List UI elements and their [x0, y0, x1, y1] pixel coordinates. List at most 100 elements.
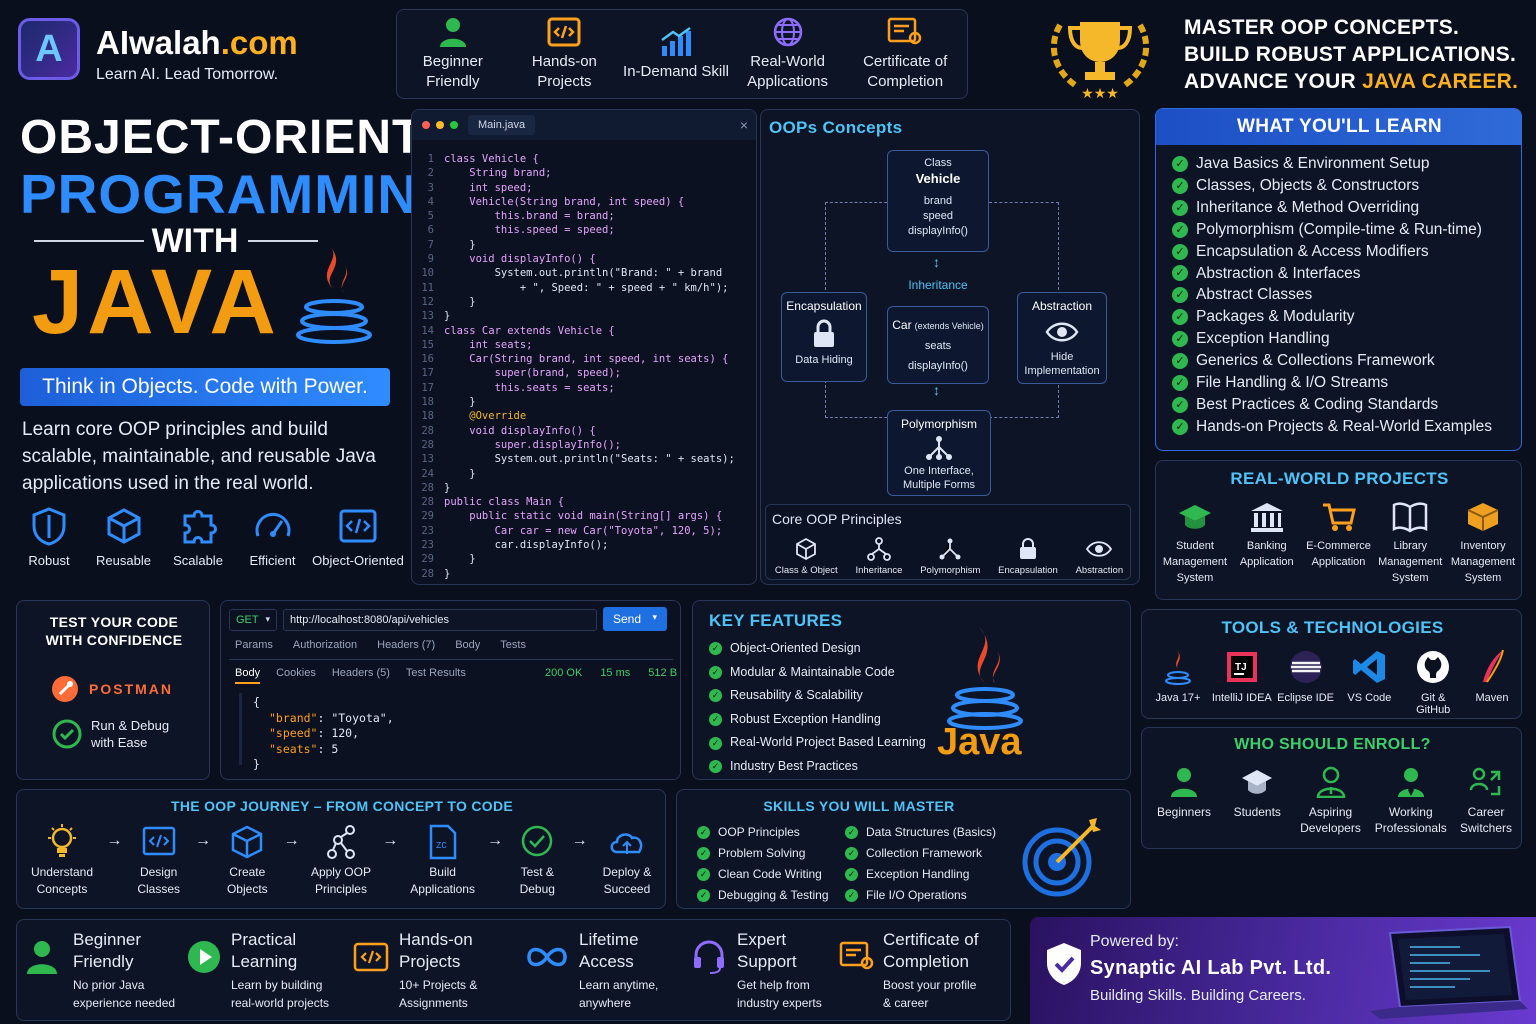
tools-title: TOOLS & TECHNOLOGIES	[1221, 618, 1444, 637]
learn-item-text: Inheritance & Method Overriding	[1196, 198, 1420, 216]
bulb-icon	[48, 824, 76, 857]
line-number: 14	[421, 324, 434, 337]
trait-robust: Robust	[14, 506, 84, 569]
feature-label: In-Demand Skill	[623, 63, 729, 80]
core-label: Inheritance	[855, 565, 903, 576]
switch-icon	[1469, 767, 1501, 796]
slogan-banner: Think in Objects. Code with Power.	[20, 368, 390, 406]
project-banking: Banking Application	[1232, 501, 1302, 586]
check-icon: ✓	[845, 847, 858, 861]
response-tab[interactable]: Test Results	[405, 667, 466, 679]
course-description: Learn core OOP principles and build scal…	[22, 419, 376, 494]
slogan-text: Think in Objects. Code with Power.	[42, 375, 368, 398]
code-line: 9 void displayInfo() {	[412, 252, 756, 266]
key-features-panel: KEY FEATURES ✓Object-Oriented Design✓Mod…	[692, 600, 1131, 780]
send-button[interactable]: Send▾	[603, 607, 667, 631]
request-tab[interactable]: Authorization	[292, 639, 358, 651]
code-text: class Vehicle {	[444, 153, 539, 165]
trait-label: Robust	[28, 553, 70, 568]
json-value: "Toyota",	[331, 710, 394, 725]
shield-check-icon	[1047, 943, 1081, 985]
request-tab[interactable]: Params	[235, 639, 273, 651]
code-line: 13}	[412, 309, 756, 323]
concept-desc: One Interface, Multiple Forms	[902, 465, 976, 491]
run-line2: with Ease	[91, 735, 148, 750]
request-tab[interactable]: Body	[455, 639, 481, 651]
benefit-text: Certificate of Completion Boost your pro…	[883, 929, 978, 1012]
learn-item: ✓Classes, Objects & Constructors	[1172, 175, 1517, 197]
response-tab[interactable]: Cookies	[276, 667, 316, 679]
check-icon: ✓	[1172, 243, 1188, 260]
response-tab[interactable]: Headers (5)	[331, 667, 390, 679]
learn-item: ✓Encapsulation & Access Modifiers	[1172, 241, 1517, 263]
headline-line1: MASTER OOP CONCEPTS.	[1184, 16, 1460, 39]
trait-label: Scalable	[173, 553, 223, 568]
key-feature-item: ✓Modular & Maintainable Code	[709, 661, 949, 685]
headline-line3-a: ADVANCE YOUR	[1184, 70, 1363, 93]
learn-list: ✓Java Basics & Environment Setup✓Classes…	[1172, 153, 1517, 438]
url-input[interactable]: http://localhost:8080/api/vehicles	[283, 609, 597, 631]
json-key: "speed"	[269, 726, 318, 740]
line-number: 9	[427, 253, 434, 266]
check-icon: ✓	[1172, 177, 1188, 194]
line-number: 23	[421, 524, 434, 537]
code-text: Car car = new Car("Toyota", 120, 5);	[444, 524, 723, 537]
lock-icon	[814, 319, 834, 347]
learn-item: ✓Exception Handling	[1172, 328, 1517, 350]
check-icon: ✓	[709, 642, 722, 656]
project-label: Inventory Management System	[1450, 540, 1516, 584]
enroll-label: Working Professionals	[1374, 805, 1447, 835]
key-feature-item: ✓Real-World Project Based Learning	[709, 731, 949, 755]
code-line: 29 }	[412, 552, 756, 566]
code-line: 13 System.out.println("Seats: " + seats)…	[412, 452, 756, 466]
benefit-title: Completion	[883, 951, 969, 971]
code-text: }	[444, 553, 476, 566]
class-vehicle-box: Class Vehicle brand speed displayInfo()	[887, 150, 989, 252]
request-tab[interactable]: Tests	[500, 639, 526, 651]
line-number: 17	[421, 367, 434, 380]
journey-step-deploy: Deploy & Succeed	[597, 824, 657, 898]
json-colon: :	[317, 710, 332, 725]
window-close-dot[interactable]	[422, 121, 430, 129]
developer-icon	[1316, 766, 1345, 798]
test-title: TEST YOUR CODE WITH CONFIDENCE	[17, 613, 211, 649]
key-feature-text: Robust Exception Handling	[730, 711, 881, 726]
code-line: 15 int seats;	[412, 338, 756, 352]
window-max-dot[interactable]	[450, 121, 458, 129]
json-colon: :	[317, 726, 332, 740]
code-text: System.out.println("Brand: " + brand	[444, 267, 723, 280]
projects-title: REAL-WORLD PROJECTS	[1230, 469, 1449, 488]
check-icon: ✓	[709, 736, 722, 750]
graduation-cap-icon	[1179, 505, 1211, 529]
learn-item-text: Abstract Classes	[1196, 286, 1313, 304]
enroll-switchers: Career Switchers	[1453, 766, 1519, 836]
headline: MASTER OOP CONCEPTS. BUILD ROBUST APPLIC…	[1184, 14, 1518, 95]
line-number: 7	[427, 238, 434, 251]
line-number: 6	[427, 224, 434, 237]
shield-icon	[32, 507, 66, 546]
tool-label: VS Code	[1347, 692, 1392, 704]
response-tab[interactable]: Body	[235, 667, 261, 684]
line-number: 24	[421, 467, 434, 480]
test-title-line1: TEST YOUR CODE	[49, 614, 179, 630]
benefit-desc: anywhere	[579, 995, 632, 1010]
code-text: public static void main(String[] args) {	[444, 510, 723, 523]
code-icon	[142, 826, 175, 856]
window-min-dot[interactable]	[436, 121, 444, 129]
benefit-beginner: Beginner Friendly No prior Java experien…	[25, 929, 187, 1012]
code-line: 4 Vehicle(String brand, int speed) {	[412, 195, 756, 209]
chart-icon	[661, 26, 691, 56]
editor-tab[interactable]: Main.java	[468, 115, 536, 135]
tool-github: Git & GitHub	[1403, 648, 1463, 716]
trait-efficient: Efficient	[238, 506, 308, 569]
line-number: 28	[421, 438, 434, 451]
project-label: Library Management System	[1378, 540, 1443, 584]
field: brand	[923, 195, 953, 207]
concept-name: Polymorphism	[900, 417, 978, 431]
request-tab[interactable]: Headers (7)	[377, 639, 436, 651]
benefit-desc: Assignments	[399, 995, 468, 1010]
line-number: 3	[427, 181, 434, 194]
editor-tab-close[interactable]: ×	[739, 117, 748, 133]
method-select[interactable]: GET▾	[229, 609, 277, 631]
cube-icon	[796, 537, 817, 561]
